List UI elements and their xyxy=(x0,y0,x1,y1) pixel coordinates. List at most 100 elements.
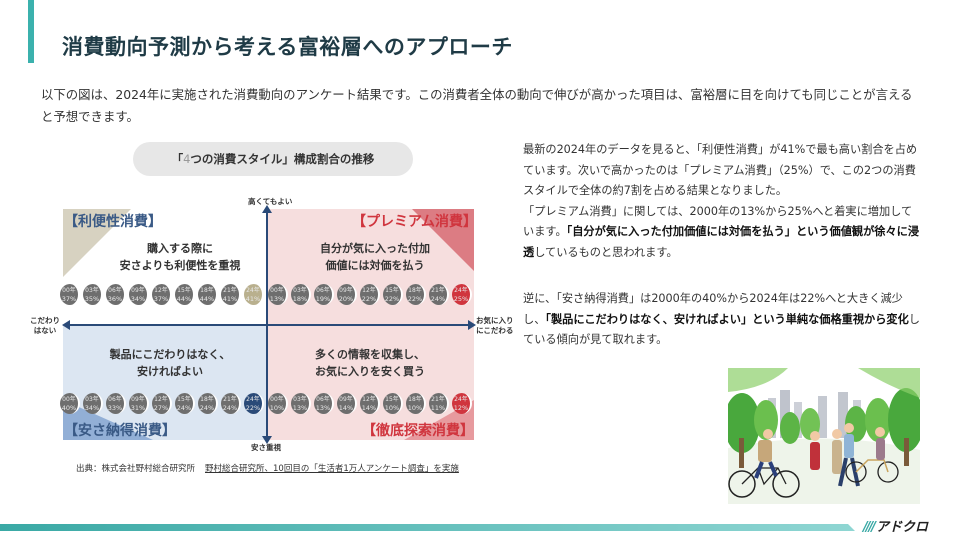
percentage-value: 10% xyxy=(384,404,400,412)
year-label: 09年 xyxy=(339,287,353,294)
year-label: 12年 xyxy=(154,287,168,294)
axis-label-bottom: 安さ重視 xyxy=(251,443,281,452)
axis-label-line: にこだわる xyxy=(476,326,514,335)
percentage-value: 41% xyxy=(222,295,238,303)
year-label: 21年 xyxy=(431,287,445,294)
desc-line: 安さよりも利便性を重視 xyxy=(119,259,241,272)
percentage-value: 12% xyxy=(453,404,469,412)
year-label: 09年 xyxy=(131,396,145,403)
percentage-value: 24% xyxy=(199,404,215,412)
quadrant-desc-thorough: 多くの情報を収集し、 お気に入りを安く買う xyxy=(280,346,460,380)
axis-label-right: お気に入り にこだわる xyxy=(476,316,514,336)
percentage-value: 44% xyxy=(176,295,192,303)
source-link[interactable]: 野村総合研究所、10回目の「生活者1万人アンケート調査」を実施 xyxy=(205,464,459,474)
year-label: 00年 xyxy=(62,287,76,294)
percentage-value: 10% xyxy=(407,404,423,412)
axis-label-line: こだわり xyxy=(30,316,60,325)
percentage-value: 19% xyxy=(315,295,331,303)
year-label: 09年 xyxy=(339,396,353,403)
percentage-value: 31% xyxy=(130,404,146,412)
axis-label-line: はない xyxy=(33,326,57,335)
vertical-axis xyxy=(266,212,268,440)
percentage-value: 22% xyxy=(384,295,400,303)
percentage-value: 36% xyxy=(107,295,123,303)
percentage-value: 13% xyxy=(315,404,331,412)
year-label: 21年 xyxy=(431,396,445,403)
figure-title-text: つの消費スタイル」構成割合の推移 xyxy=(190,152,375,166)
quadrant-desc-cheap: 製品にこだわりはなく、 安ければよい xyxy=(80,346,260,380)
year-label: 00年 xyxy=(270,396,284,403)
logo-slashes-icon: //// xyxy=(863,520,876,535)
year-label: 21年 xyxy=(223,287,237,294)
desc-line: 価値には対価を払う xyxy=(325,259,425,272)
year-label: 18年 xyxy=(200,396,214,403)
percentage-value: 33% xyxy=(107,404,123,412)
emphasis-text: 「製品にこだわりはなく、安ければよい」という単純な価格重視から変化 xyxy=(545,312,909,326)
year-label: 12年 xyxy=(362,287,376,294)
percentage-value: 27% xyxy=(153,404,169,412)
year-label: 06年 xyxy=(316,396,330,403)
intro-text: 以下の図は、2024年に実施された消費動向のアンケート結果です。この消費者全体の… xyxy=(41,87,913,124)
year-label: 03年 xyxy=(293,396,307,403)
year-label: 18年 xyxy=(408,396,422,403)
percentage-value: 24% xyxy=(176,404,192,412)
percentage-value: 34% xyxy=(84,404,100,412)
figure-title-bracket: 「 xyxy=(171,152,184,166)
year-label: 00年 xyxy=(270,287,284,294)
year-label: 03年 xyxy=(85,287,99,294)
quadrant-premium xyxy=(267,209,474,325)
percentage-value: 24% xyxy=(430,295,446,303)
text-run: 最新の2024年のデータを見ると、「利便性消費」が41%で最も高い割合を占めてい… xyxy=(523,143,918,197)
percentage-value: 14% xyxy=(361,404,377,412)
desc-line: お気に入りを安く買う xyxy=(315,365,425,378)
quadrant-label-cheap: 【安さ納得消費】 xyxy=(64,423,176,439)
percentage-value: 22% xyxy=(245,404,261,412)
desc-line: 製品にこだわりはなく、 xyxy=(109,348,231,361)
arrow-right-icon xyxy=(468,320,476,330)
desc-line: 安ければよい xyxy=(137,365,203,378)
year-label: 06年 xyxy=(316,287,330,294)
percentage-value: 40% xyxy=(61,404,77,412)
year-label: 24年 xyxy=(246,396,260,403)
emphasis-text: 「自分が気に入った付加価値には対価を払う」という価値観が徐々に浸透 xyxy=(523,225,920,259)
percentage-value: 37% xyxy=(153,295,169,303)
page-title: 消費動向予測から考える富裕層へのアプローチ xyxy=(62,35,513,59)
text-run: 逆に、「安さ納得消費」は2000年の40%から2024年は22%へと大きく減少し… xyxy=(523,292,903,326)
brand-logo: ////アドクロ xyxy=(863,516,928,535)
footer-accent-bar xyxy=(0,524,855,531)
desc-line: 自分が気に入った付加 xyxy=(320,242,430,255)
axis-label-left: こだわり はない xyxy=(30,316,60,336)
year-label: 15年 xyxy=(385,396,399,403)
year-label: 06年 xyxy=(108,287,122,294)
quadrant-desc-premium: 自分が気に入った付加 価値には対価を払う xyxy=(290,240,460,274)
year-label: 00年 xyxy=(62,396,76,403)
year-label: 18年 xyxy=(408,287,422,294)
park-scene-image xyxy=(728,368,920,504)
source-citation: 出典：株式会社野村総合研究所野村総合研究所、10回目の「生活者1万人アンケート調… xyxy=(76,462,459,474)
